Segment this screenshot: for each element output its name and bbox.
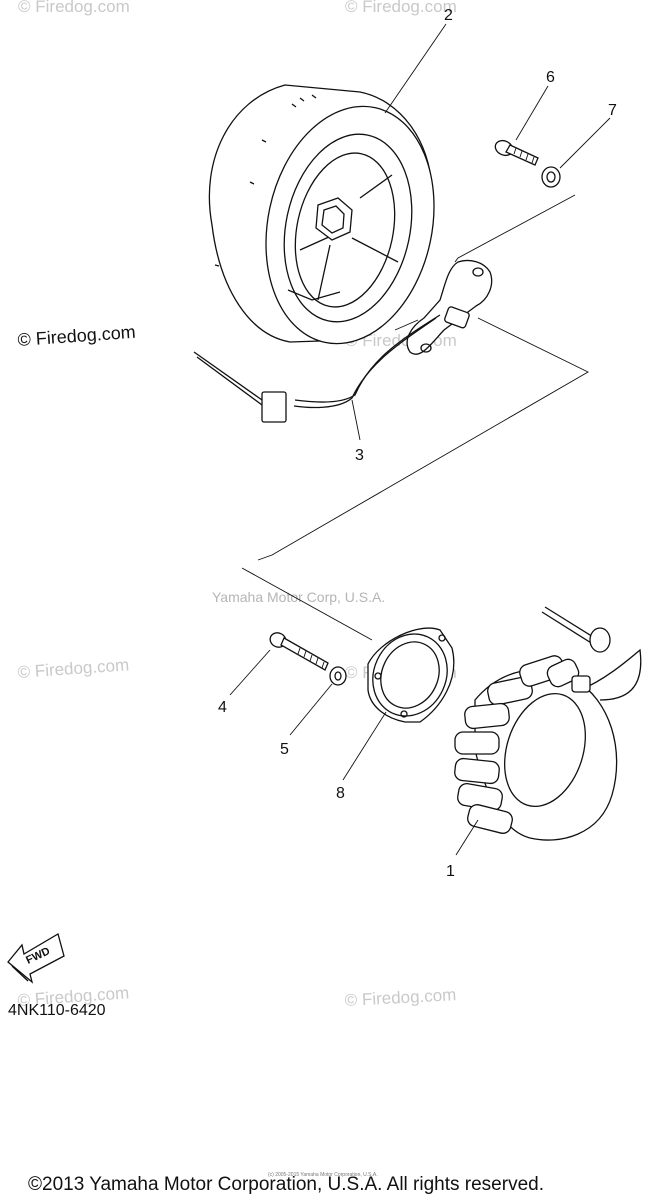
callout-3: 3 [355,447,364,464]
corp-watermark: Yamaha Motor Corp, U.S.A. [212,589,385,605]
bolt-part-6 [494,139,539,166]
leader-lines [229,23,611,856]
watermark-top-center: © Firedog.com [345,0,457,16]
watermark-left-mid: © Firedog.com [17,322,136,350]
callout-6: 6 [546,69,555,86]
plate-part-8 [367,627,455,723]
callout-4: 4 [218,699,227,716]
washer-part-7 [541,166,561,188]
fwd-arrow-icon: FWD [7,933,65,984]
callout-8: 8 [336,785,345,802]
watermark-left-lower: © Firedog.com [17,655,130,682]
tiny-notice: (c) 2005-2015 Yamaha Motor Corporation, … [268,1172,378,1178]
assembly-guide-lines [241,194,589,641]
stator-coils [454,655,580,834]
part-number: 4NK110-6420 [8,1002,106,1019]
stator [454,606,642,841]
pickup-coil [193,259,493,423]
bolt-part-4 [269,632,329,671]
washer-part-5 [329,666,347,686]
watermark-top-left: © Firedog.com [18,0,130,16]
watermark-bottom-center: © Firedog.com [344,985,457,1010]
callout-5: 5 [280,741,289,758]
callout-1: 1 [446,863,455,880]
copyright: ©2013 Yamaha Motor Corporation, U.S.A. A… [28,1174,544,1195]
callout-7: 7 [608,102,617,119]
callout-2: 2 [444,7,453,24]
flywheel-rotor [208,84,435,345]
